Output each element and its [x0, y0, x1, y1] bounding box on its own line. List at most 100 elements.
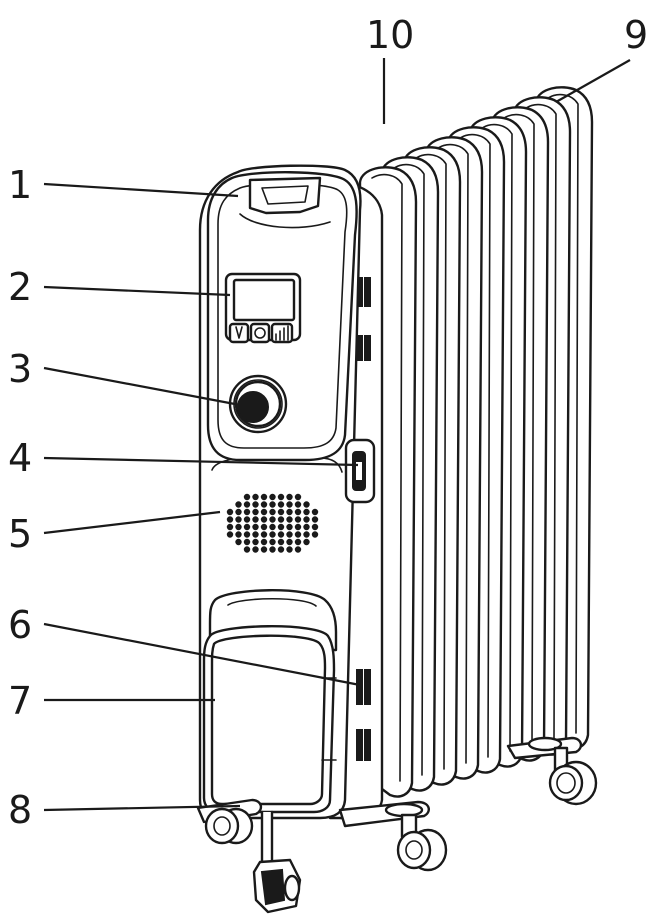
grille-hole [303, 508, 310, 516]
grille-hole [311, 523, 319, 531]
grille-hole [294, 501, 302, 508]
side-vents [356, 277, 371, 761]
grille-hole [243, 523, 251, 531]
grille-hole [277, 523, 285, 531]
grille-hole [294, 531, 302, 538]
leader-9 [555, 59, 631, 103]
grille-hole [277, 493, 285, 501]
callout-2: 2 [8, 265, 32, 309]
leader-6 [43, 622, 361, 687]
callout-3: 3 [8, 347, 32, 391]
grille-hole [260, 538, 268, 546]
grille-hole [311, 516, 319, 523]
callout-4: 4 [8, 436, 32, 480]
radiator-fins [358, 86, 594, 799]
callout-9: 9 [624, 13, 648, 57]
grille-hole [226, 531, 234, 538]
grille-hole [269, 531, 276, 538]
wheeled-feet [196, 736, 598, 872]
grille-hole [277, 508, 285, 516]
grille-hole [277, 538, 285, 546]
grille-hole [243, 501, 251, 508]
callout-7: 7 [8, 679, 32, 723]
radiator-fin-edge [415, 153, 447, 770]
grille-hole [294, 493, 302, 501]
grille-hole [260, 508, 268, 516]
grille-hole [226, 516, 234, 523]
grille-hole [260, 531, 268, 538]
grille-hole [269, 493, 276, 501]
grille-hole [269, 516, 276, 523]
grille-hole [243, 531, 251, 538]
grille-hole [252, 546, 259, 553]
grille-hole [311, 531, 319, 538]
leader-8 [43, 804, 241, 812]
grille-hole [303, 501, 310, 508]
radiator-fin-edge [525, 103, 557, 740]
front-grille [226, 493, 319, 553]
grille-hole [243, 546, 251, 553]
grille-hole [286, 523, 293, 531]
grille-hole [252, 531, 259, 538]
grille-hole [260, 546, 268, 553]
grille-hole [226, 508, 234, 516]
power-plug [252, 810, 302, 914]
callout-5: 5 [8, 512, 32, 556]
grille-hole [243, 493, 251, 501]
callout-6: 6 [8, 603, 32, 647]
grille-hole [252, 501, 259, 508]
grille-hole [269, 523, 276, 531]
grille-hole [269, 538, 276, 546]
grille-hole [286, 531, 293, 538]
grille-hole [269, 546, 276, 553]
grille-hole [243, 508, 251, 516]
front-housing [198, 164, 384, 820]
grille-hole [294, 546, 302, 553]
grille-hole [235, 501, 242, 508]
grille-hole [260, 493, 268, 501]
grille-hole [235, 516, 242, 523]
leader-lines [43, 58, 631, 812]
carry-handle [239, 176, 331, 229]
grille-hole [286, 508, 293, 516]
grille-hole [303, 538, 310, 546]
grille-hole [260, 516, 268, 523]
grille-hole [243, 538, 251, 546]
grille-hole [286, 501, 293, 508]
grille-hole [286, 493, 293, 501]
power-switch [344, 438, 376, 504]
radiator-fin-edge [437, 143, 469, 764]
grille-hole [252, 516, 259, 523]
grille-hole [260, 501, 268, 508]
grille-hole [252, 508, 259, 516]
grille-hole [277, 546, 285, 553]
callout-10: 10 [366, 13, 414, 57]
grille-hole [243, 516, 251, 523]
leader-2 [43, 285, 231, 297]
leader-3 [43, 366, 241, 407]
radiator-fin-edge [503, 113, 535, 746]
leader-5 [43, 510, 221, 535]
grille-hole [252, 523, 259, 531]
grille-hole [311, 508, 319, 516]
callout-8: 8 [8, 788, 32, 832]
callout-numbers: 1 2 3 4 5 6 7 8 9 10 [8, 13, 648, 832]
grille-hole [269, 501, 276, 508]
grille-hole [269, 508, 276, 516]
grille-hole [286, 516, 293, 523]
grille-hole [235, 538, 242, 546]
callout-1: 1 [8, 163, 32, 207]
leader-1 [43, 182, 239, 198]
cord-storage-cover [202, 589, 338, 814]
grille-hole [235, 508, 242, 516]
grille-hole [294, 516, 302, 523]
grille-hole [294, 523, 302, 531]
grille-hole [226, 523, 234, 531]
grille-hole [235, 531, 242, 538]
grille-hole [260, 523, 268, 531]
radiator-fin-edge [459, 133, 491, 758]
grille-hole [235, 523, 242, 531]
grille-hole [303, 516, 310, 523]
grille-hole [277, 501, 285, 508]
